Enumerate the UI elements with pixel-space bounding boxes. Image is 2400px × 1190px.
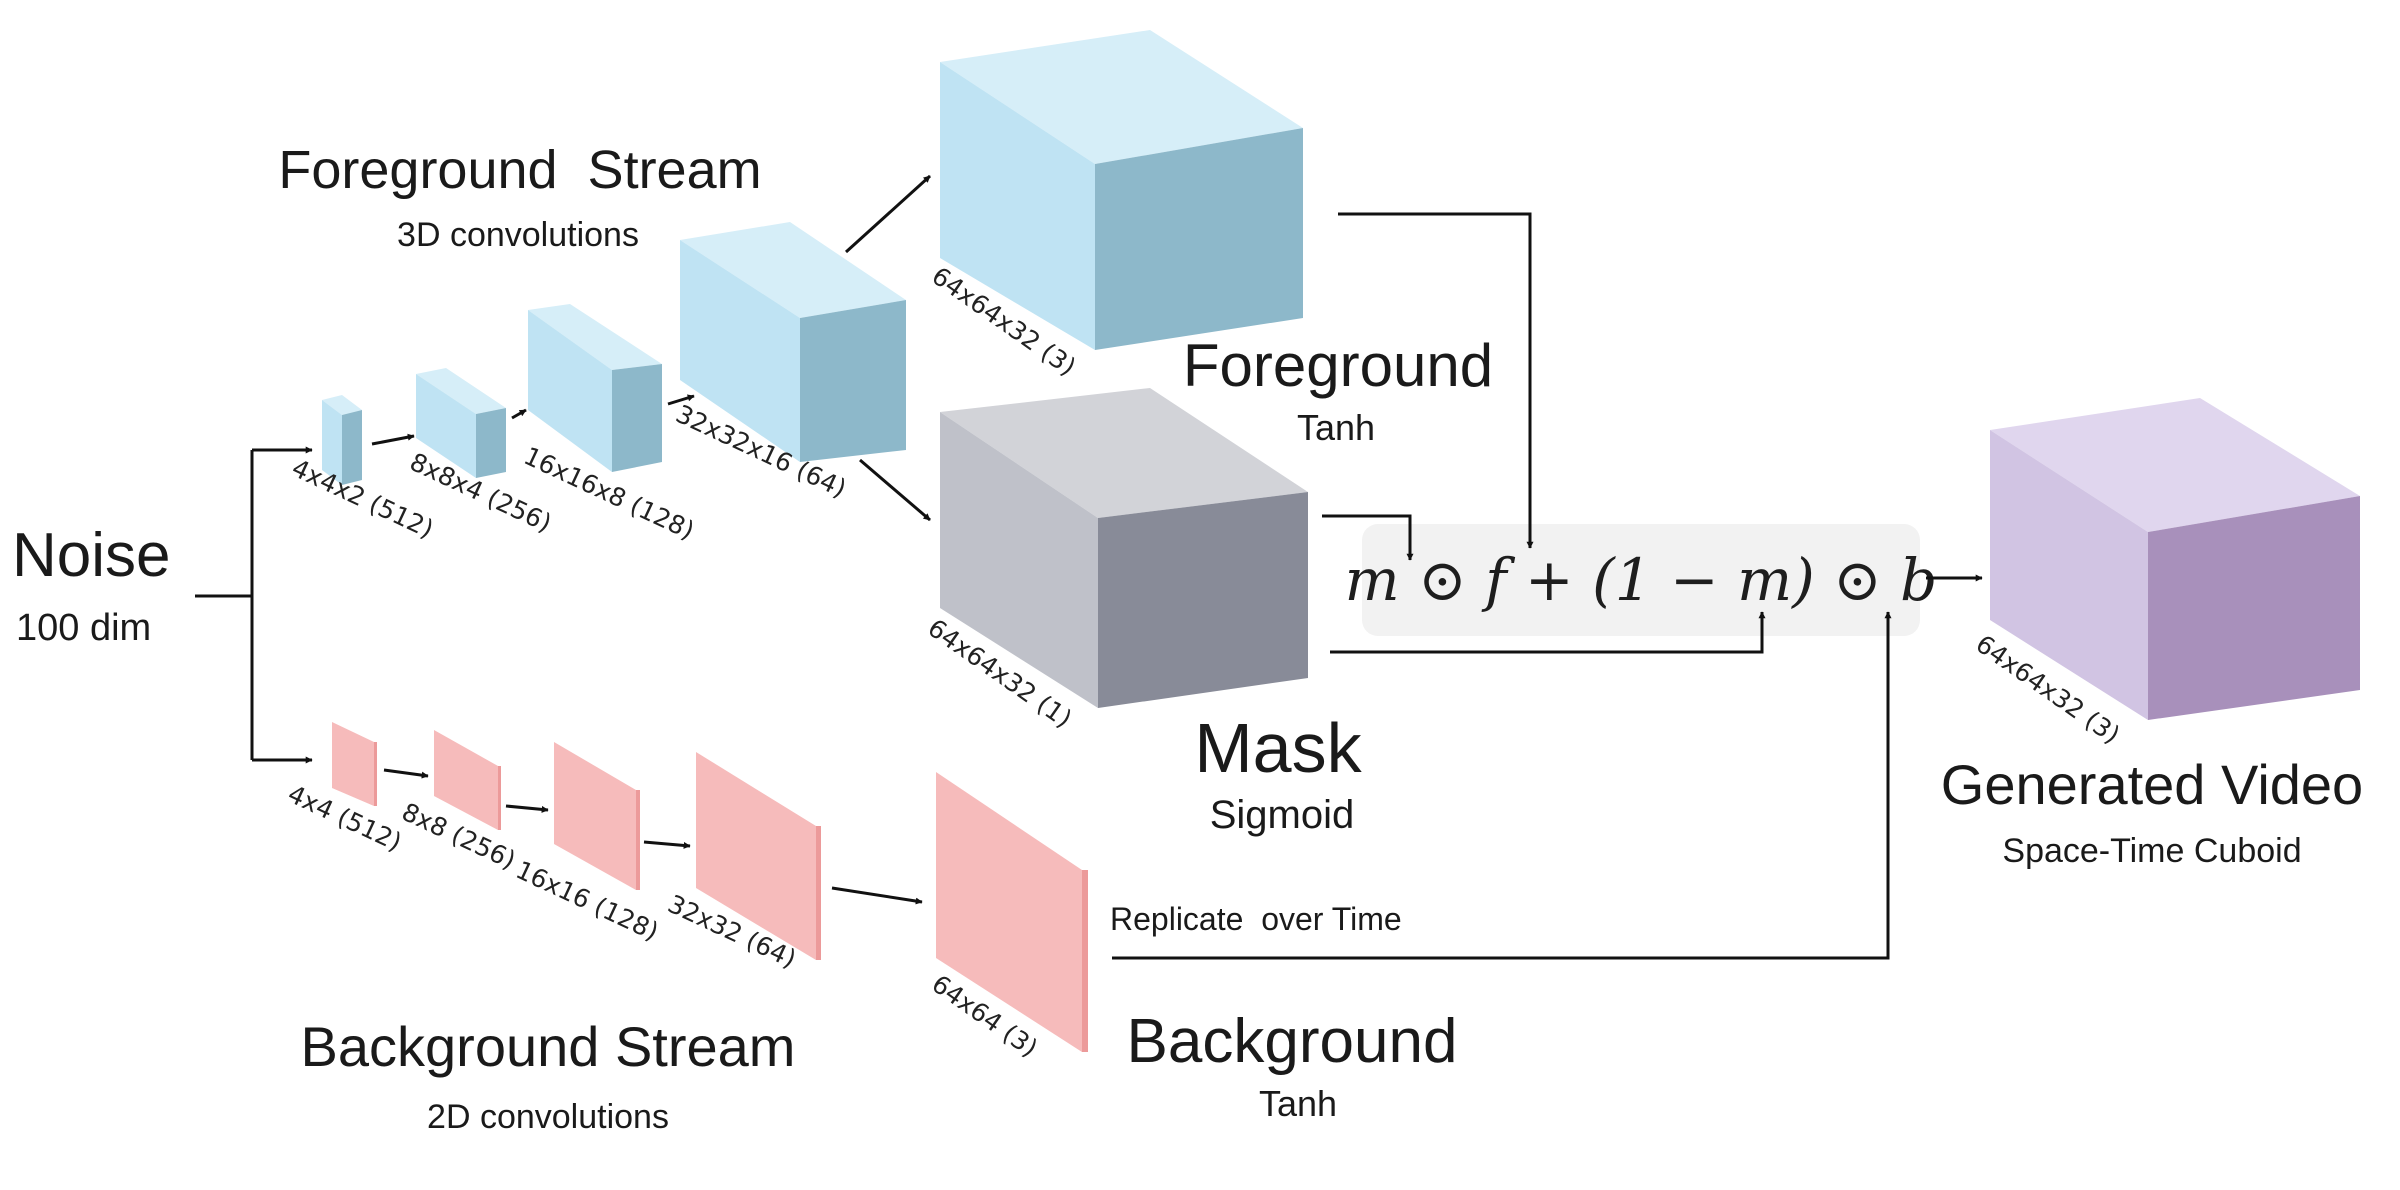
cube-top bbox=[416, 368, 506, 414]
foreground-layer-1 bbox=[322, 395, 362, 485]
mask-output-title: Mask bbox=[1194, 709, 1362, 787]
cube-side bbox=[800, 300, 906, 462]
background-layer-3 bbox=[554, 742, 640, 890]
cube-side bbox=[342, 410, 362, 485]
background-output-activation: Tanh bbox=[1259, 1083, 1337, 1124]
cube-top bbox=[1990, 398, 2360, 532]
foreground-layer-2 bbox=[416, 368, 506, 478]
cube-top bbox=[680, 222, 906, 318]
foreground-stream-title: Foreground Stream bbox=[278, 140, 761, 200]
background-layer-2 bbox=[434, 730, 501, 830]
cube-side bbox=[1098, 492, 1308, 708]
background-output-sheet bbox=[936, 772, 1088, 1052]
mask-output-cube bbox=[940, 388, 1308, 708]
background-layer-1 bbox=[332, 722, 377, 806]
cube-front bbox=[940, 62, 1095, 350]
noise-title: Noise bbox=[12, 521, 171, 590]
cube-side bbox=[612, 364, 662, 472]
foreground-layer-3 bbox=[528, 304, 662, 472]
sheet-front bbox=[554, 742, 636, 890]
arrow-foreground-to-formula bbox=[1338, 212, 1534, 549]
cube-top bbox=[528, 304, 662, 370]
connectors bbox=[195, 174, 1983, 960]
formula-box bbox=[1362, 524, 1920, 636]
sheet-front bbox=[332, 722, 374, 806]
arrow-mask-to-formula-top bbox=[1322, 514, 1414, 561]
sheet-edge bbox=[816, 826, 821, 960]
arrow-fg-2-3 bbox=[511, 408, 527, 420]
generated-video-title: Generated Video bbox=[1941, 753, 2363, 816]
cube-front bbox=[416, 374, 476, 478]
sheet-edge bbox=[636, 790, 640, 890]
foreground-output-cube bbox=[940, 30, 1303, 350]
cube-top bbox=[940, 30, 1303, 164]
foreground-output-title: Foreground bbox=[1183, 332, 1493, 399]
cube-front bbox=[322, 400, 342, 485]
background-layer-4 bbox=[696, 752, 821, 960]
cube-side bbox=[2148, 496, 2360, 720]
foreground-layer-4 bbox=[680, 222, 906, 462]
mask-output-activation: Sigmoid bbox=[1210, 793, 1355, 837]
cube-front bbox=[680, 240, 800, 462]
arrow-fg-3-4 bbox=[667, 394, 695, 406]
bg-layer-3-dim: 16x16 (128) bbox=[511, 855, 662, 946]
background-output-title: Background bbox=[1127, 1007, 1458, 1076]
foreground-stream-subtitle: 3D convolutions bbox=[397, 216, 639, 254]
sheet-front bbox=[936, 772, 1082, 1052]
cube-front bbox=[940, 412, 1098, 708]
arrow-background-to-formula bbox=[1112, 611, 1892, 960]
arrow-bg-3-4 bbox=[643, 840, 691, 849]
generated-video-cube bbox=[1990, 398, 2360, 720]
background-stream-title: Background Stream bbox=[301, 1015, 796, 1078]
generated-video-subtitle: Space-Time Cuboid bbox=[2002, 832, 2301, 870]
sheet-edge bbox=[374, 742, 377, 806]
cube-top bbox=[322, 395, 362, 415]
cube-top bbox=[940, 388, 1308, 518]
cube-side bbox=[1095, 128, 1303, 350]
cube-front bbox=[528, 310, 612, 472]
cube-front bbox=[1990, 430, 2148, 720]
sheet-edge bbox=[1082, 870, 1088, 1052]
arrow-mask-to-formula-bottom bbox=[1330, 611, 1766, 654]
arrow-bg4-to-background bbox=[831, 886, 923, 905]
sheet-edge bbox=[498, 766, 501, 830]
sheet-front bbox=[696, 752, 816, 960]
replicate-over-time-label: Replicate over Time bbox=[1110, 901, 1402, 937]
arrow-fg-1-2 bbox=[371, 433, 415, 446]
noise-subtitle: 100 dim bbox=[16, 607, 151, 649]
arrow-fg4-to-foreground bbox=[844, 174, 932, 254]
composition-formula: m ⊙ f + (1 − m) ⊙ b bbox=[1345, 546, 1938, 614]
cube-side bbox=[476, 408, 506, 478]
foreground-output-activation: Tanh bbox=[1297, 407, 1375, 448]
arrow-bg-2-3 bbox=[505, 804, 549, 813]
sheet-front bbox=[434, 730, 498, 830]
background-stream-subtitle: 2D convolutions bbox=[427, 1098, 669, 1136]
arrow-bg-1-2 bbox=[383, 768, 429, 779]
arrow-fg4-to-mask bbox=[859, 458, 931, 522]
